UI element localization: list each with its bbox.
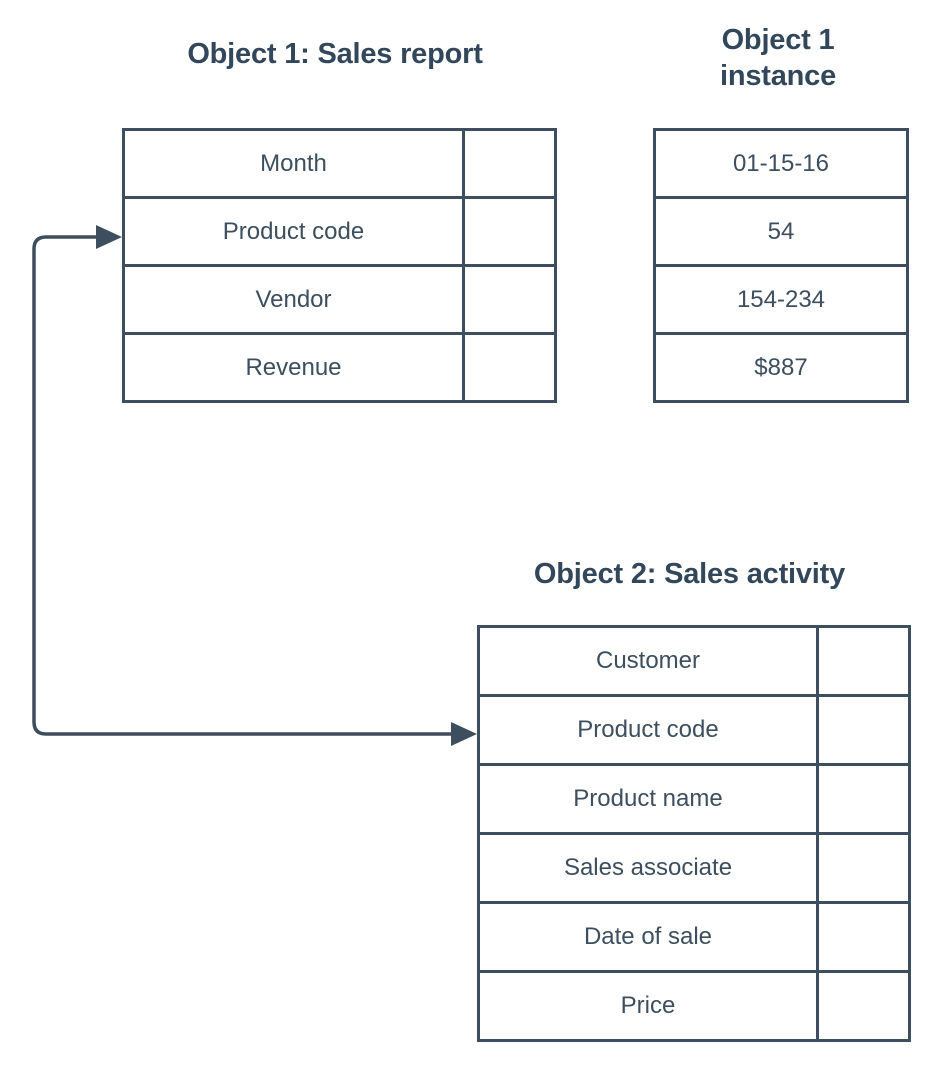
instance-value: 54 xyxy=(653,196,909,267)
table-row: 01-15-16 xyxy=(653,128,909,199)
table-row: 154-234 xyxy=(653,264,909,335)
table-row: Product code xyxy=(122,196,557,267)
object1-field-label: Month xyxy=(122,128,465,199)
instance-title-line1: Object 1 xyxy=(721,24,835,56)
object1-title: Object 1: Sales report xyxy=(187,38,483,70)
object2-field-value xyxy=(816,763,911,835)
instance-table: 01-15-16 54 154-234 $887 xyxy=(653,128,909,403)
object2-field-label: Date of sale xyxy=(477,901,819,973)
table-row: 54 xyxy=(653,196,909,267)
instance-title-line2: instance xyxy=(719,60,837,93)
arrow-head-object2-icon xyxy=(451,722,477,746)
table-row: Revenue xyxy=(122,332,557,403)
object2-field-label: Price xyxy=(477,970,819,1042)
object2-field-label: Customer xyxy=(477,625,819,697)
object1-field-value xyxy=(462,196,557,267)
object2-field-value xyxy=(816,832,911,904)
object1-field-value xyxy=(462,332,557,403)
instance-value: $887 xyxy=(653,332,909,403)
object2-field-label: Product code xyxy=(477,694,819,766)
object2-field-value xyxy=(816,625,911,697)
object2-table: Customer Product code Product name Sales… xyxy=(477,625,911,1042)
object2-field-label: Product name xyxy=(477,763,819,835)
object1-field-label: Product code xyxy=(122,196,465,267)
table-row: Product name xyxy=(477,763,911,835)
object1-field-label: Vendor xyxy=(122,264,465,335)
table-row: Sales associate xyxy=(477,832,911,904)
object2-field-label: Sales associate xyxy=(477,832,819,904)
table-row: Month xyxy=(122,128,557,199)
instance-title: Object 1 instance xyxy=(653,22,903,95)
object1-field-value xyxy=(462,264,557,335)
object1-field-value xyxy=(462,128,557,199)
object1-field-label: Revenue xyxy=(122,332,465,403)
table-row: Vendor xyxy=(122,264,557,335)
table-row: Customer xyxy=(477,625,911,697)
instance-value: 01-15-16 xyxy=(653,128,909,199)
object1-table: Month Product code Vendor Revenue xyxy=(122,128,557,403)
object2-title: Object 2: Sales activity xyxy=(533,558,846,590)
table-row: $887 xyxy=(653,332,909,403)
object2-field-value xyxy=(816,970,911,1042)
table-row: Price xyxy=(477,970,911,1042)
arrow-head-object1-icon xyxy=(96,225,122,249)
table-row: Product code xyxy=(477,694,911,766)
object2-field-value xyxy=(816,901,911,973)
table-row: Date of sale xyxy=(477,901,911,973)
object2-field-value xyxy=(816,694,911,766)
instance-value: 154-234 xyxy=(653,264,909,335)
